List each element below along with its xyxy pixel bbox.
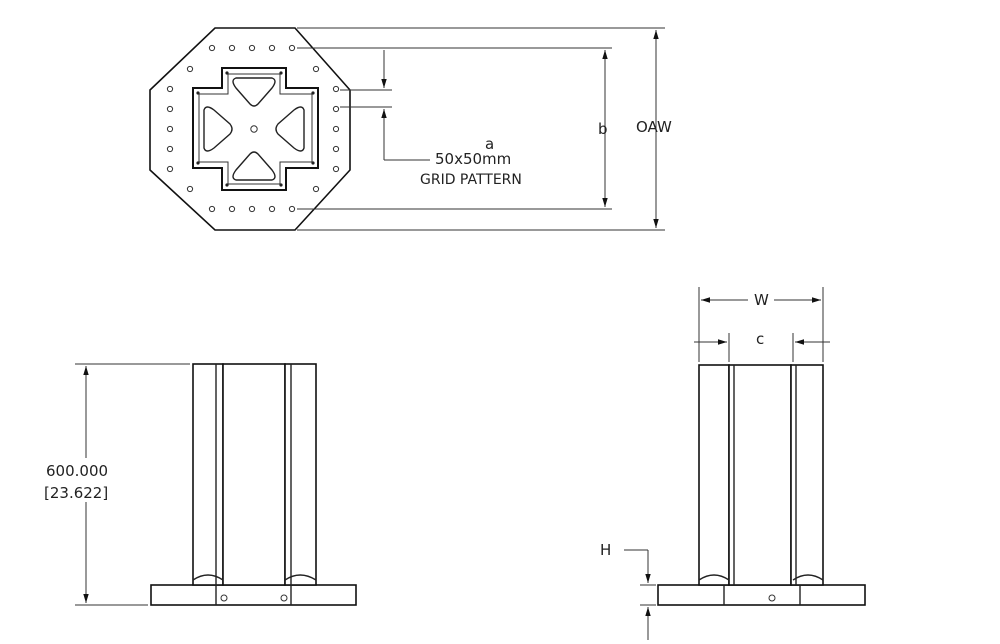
front-column-right (284, 363, 317, 586)
dimension-b-label: b (598, 120, 608, 138)
top-view: a 50x50mm GRID PATTERN b OAW (149, 27, 672, 231)
octagon-plate (149, 27, 351, 231)
side-view: W c H (600, 287, 866, 640)
cross-frame (192, 67, 319, 191)
grid-label-a: a (485, 135, 494, 153)
grid-size-label: 50x50mm (435, 150, 511, 168)
dimension-h-label: H (600, 541, 611, 559)
hole-pattern (166, 44, 340, 213)
front-view: 600.000 [23.622] (44, 363, 357, 606)
grid-pattern-label: GRID PATTERN (420, 172, 522, 188)
dimension-c-label: c (756, 330, 764, 348)
side-column-left (698, 364, 730, 586)
dimension-w-label: W (754, 291, 769, 309)
side-base-plate (657, 584, 866, 606)
height-inch-label: [23.622] (44, 484, 108, 502)
front-column-left (192, 363, 224, 586)
front-base-plate (150, 584, 357, 606)
height-mm-label: 600.000 (46, 462, 108, 480)
dimension-oaw-label: OAW (636, 118, 672, 136)
